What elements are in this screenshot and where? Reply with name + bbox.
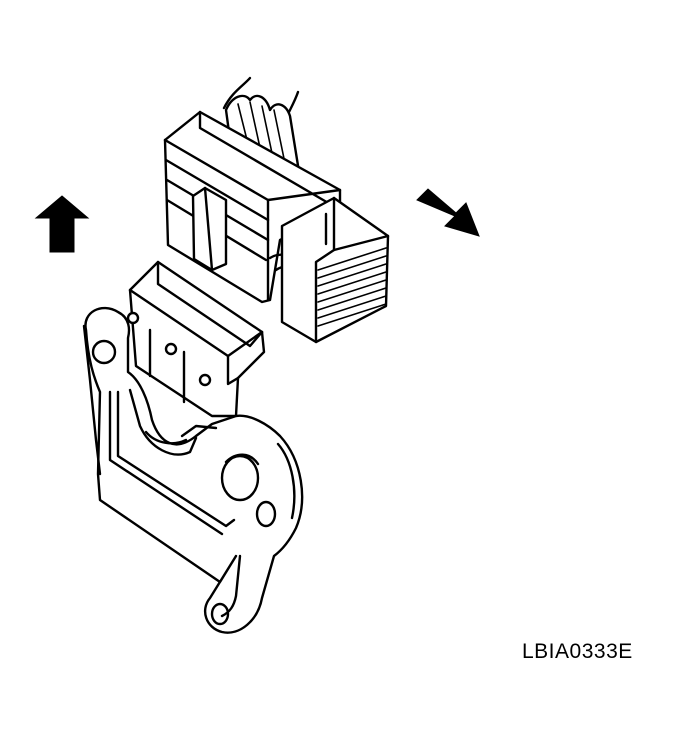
pull-out-arrow bbox=[416, 188, 480, 237]
unit-connector bbox=[126, 260, 266, 418]
figure-code-label: LBIA0333E bbox=[522, 640, 633, 663]
lift-up-arrow bbox=[34, 195, 90, 253]
harness-connector bbox=[163, 110, 342, 304]
mounting-bracket bbox=[82, 306, 304, 634]
terminal-cavity bbox=[280, 196, 390, 344]
